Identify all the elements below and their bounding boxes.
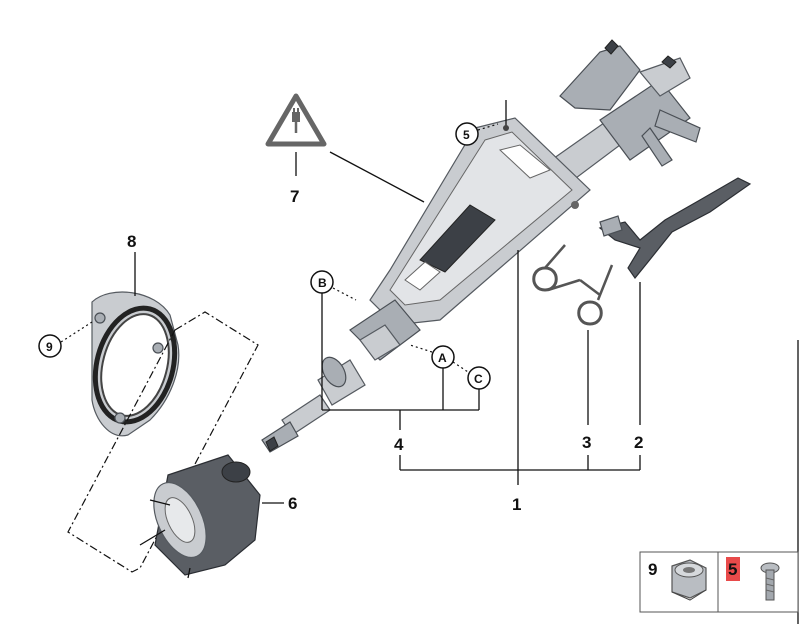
rubber-boot [139, 454, 261, 579]
legend-5-label: 5 [728, 560, 737, 579]
callout-7: 7 [290, 187, 299, 206]
callout-6: 6 [288, 494, 297, 513]
circled-B: B [318, 276, 327, 290]
mounting-plate [91, 291, 180, 437]
callout-8: 8 [127, 232, 136, 251]
callout-1: 1 [512, 495, 521, 514]
adjustment-lever [598, 177, 752, 279]
hex-nut-icon [671, 559, 707, 601]
circled-9: 9 [46, 340, 53, 354]
circled-C: C [474, 372, 483, 386]
callout-2: 2 [634, 433, 643, 452]
circled-5: 5 [463, 128, 470, 142]
electrical-warning-icon [265, 93, 327, 147]
callout-3: 3 [582, 433, 591, 452]
callout-4: 4 [394, 435, 404, 454]
circled-A: A [438, 351, 447, 365]
spring-parts [532, 244, 614, 326]
steering-column [261, 39, 701, 453]
small-parts-legend: 9 5 [639, 551, 799, 613]
bolt-icon [760, 562, 780, 601]
legend-9-label: 9 [648, 560, 657, 579]
